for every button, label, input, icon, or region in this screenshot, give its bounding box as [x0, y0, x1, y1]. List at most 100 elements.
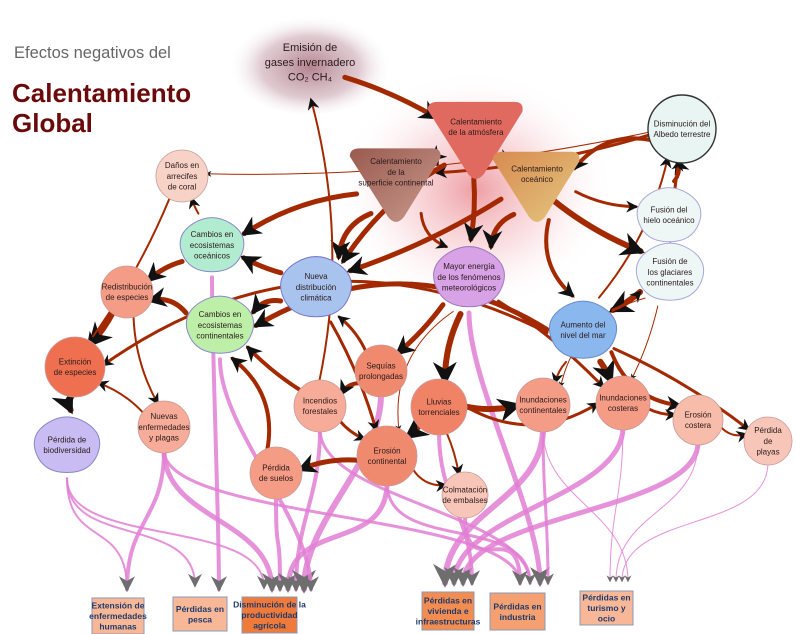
causal-link-energia-lluvias — [432, 311, 464, 386]
impact-box-industria-label-line: industria — [500, 612, 536, 622]
node-redistribucion-label-line: de especies — [106, 293, 149, 302]
impact-box-humanas-label-line: Extensión de — [92, 601, 145, 611]
impact-box-vivienda-label-line: Pérdidas en — [424, 596, 472, 606]
node-energia-label-line: meteorológicos — [442, 284, 496, 293]
node-ecooceanicos-label-line: ecosistemas — [190, 241, 234, 250]
node-nuevadist-label-line: climática — [300, 294, 332, 303]
causal-link-energia-sequias — [394, 302, 446, 356]
node-erosioncost-label-line: Erosión — [684, 410, 711, 419]
node-playas-label-line: playas — [756, 448, 779, 457]
impact-link-energia-industria — [466, 310, 550, 587]
node-extincion-label-line: de especies — [54, 368, 97, 377]
impact-box-humanas-label-line: enfermedades — [89, 611, 147, 621]
impact-link-biodiversidad-agricola — [66, 477, 271, 590]
node-superficie-label-line: Calentamiento — [370, 157, 422, 166]
causal-link-nivelmar-inundcost — [592, 358, 615, 385]
impact-link-erosioncont-agricola — [278, 480, 390, 593]
node-superficie-label-line: de la — [387, 168, 405, 177]
node-suelos-label-line: de suelos — [259, 474, 293, 483]
node-coral-shape — [155, 149, 209, 203]
node-incendios-shape — [293, 379, 347, 433]
node-suelos-shape — [249, 446, 303, 500]
node-lluvias-label-line: Lluvias — [427, 397, 452, 406]
impact-box-pesca-label-line: pesca — [188, 614, 212, 624]
node-atmosfera[interactable]: Calentamiento de la atmósfera — [427, 101, 523, 179]
impact-box-pesca-label-line: Pérdidas en — [176, 604, 224, 614]
impact-box-turismo-label-line: turismo y — [587, 603, 626, 613]
node-sequias-shape — [354, 344, 408, 398]
impact-link-inundcont-turismo — [542, 428, 632, 583]
node-enfermedades-label-line: Nuevas — [150, 412, 177, 421]
causal-link-nivelmar-playas — [612, 347, 751, 431]
node-nuevadist-label-line: distribución — [296, 283, 336, 292]
impact-box-agricola-label-line: Disminución de la — [233, 600, 306, 610]
node-hielo[interactable]: Fusión del hielo oceánico — [636, 187, 702, 243]
node-enfermedades-label-line: enfermedades — [138, 423, 189, 432]
impact-box-pesca-rect — [172, 596, 228, 632]
causal-link-sequias-incendios — [339, 378, 362, 397]
node-colmatacion-label-line: de embalses — [442, 496, 487, 505]
node-nivelmar-label-line: Aumento del — [561, 320, 606, 329]
node-ecooceanicos-label-line: oceánicos — [194, 252, 230, 261]
causal-link-albedo-oceanico — [572, 136, 654, 171]
node-enfermedades-label-line: y plagas — [149, 434, 179, 443]
node-hielo-label-line: hielo oceánico — [643, 216, 695, 225]
node-enfermedades[interactable]: Nuevas enfermedades y plagas — [137, 400, 191, 454]
node-ecocontinentales-label-line: Cambios en — [199, 310, 242, 319]
node-atmosfera-label-line: de la atmósfera — [448, 128, 504, 137]
impact-link-erosioncost-turismo — [612, 442, 699, 583]
causal-link-lluvias-erosioncont — [403, 415, 431, 440]
impact-box-humanas-label-line: humanas — [99, 622, 137, 632]
causal-link-superficie-nuevadist — [330, 211, 374, 261]
diagram-subtitle: Efectos negativos del — [14, 44, 171, 62]
node-playas-label-line: de — [764, 437, 773, 446]
node-hielo-shape — [636, 187, 702, 243]
impact-links — [66, 275, 769, 594]
node-energia-label-line: de los fenómenos — [437, 273, 500, 282]
diagram-title: Calentamiento Global — [12, 78, 191, 138]
node-hielo-label-line: Fusión del — [651, 205, 688, 214]
impact-link-enfermedades-humanas — [119, 448, 166, 593]
impact-link-biodiversidad-pesca — [66, 477, 202, 588]
node-lluvias-shape — [410, 378, 468, 436]
causal-link-superficie-energia — [419, 211, 449, 249]
impact-link-suelos-agricola — [271, 494, 288, 593]
causal-link-nivelmar-inundcont — [551, 360, 567, 385]
causal-link-extincion-biodiversidad — [51, 387, 76, 415]
node-atmosfera-label-line: Calentamiento — [450, 117, 502, 126]
node-inundcost-label-line: Inundaciones — [599, 393, 647, 402]
causal-link-ecooceanicos-coral — [188, 196, 201, 215]
node-glaciares-label-line: los glaciares — [648, 268, 692, 277]
node-redistribucion-shape — [100, 265, 154, 319]
